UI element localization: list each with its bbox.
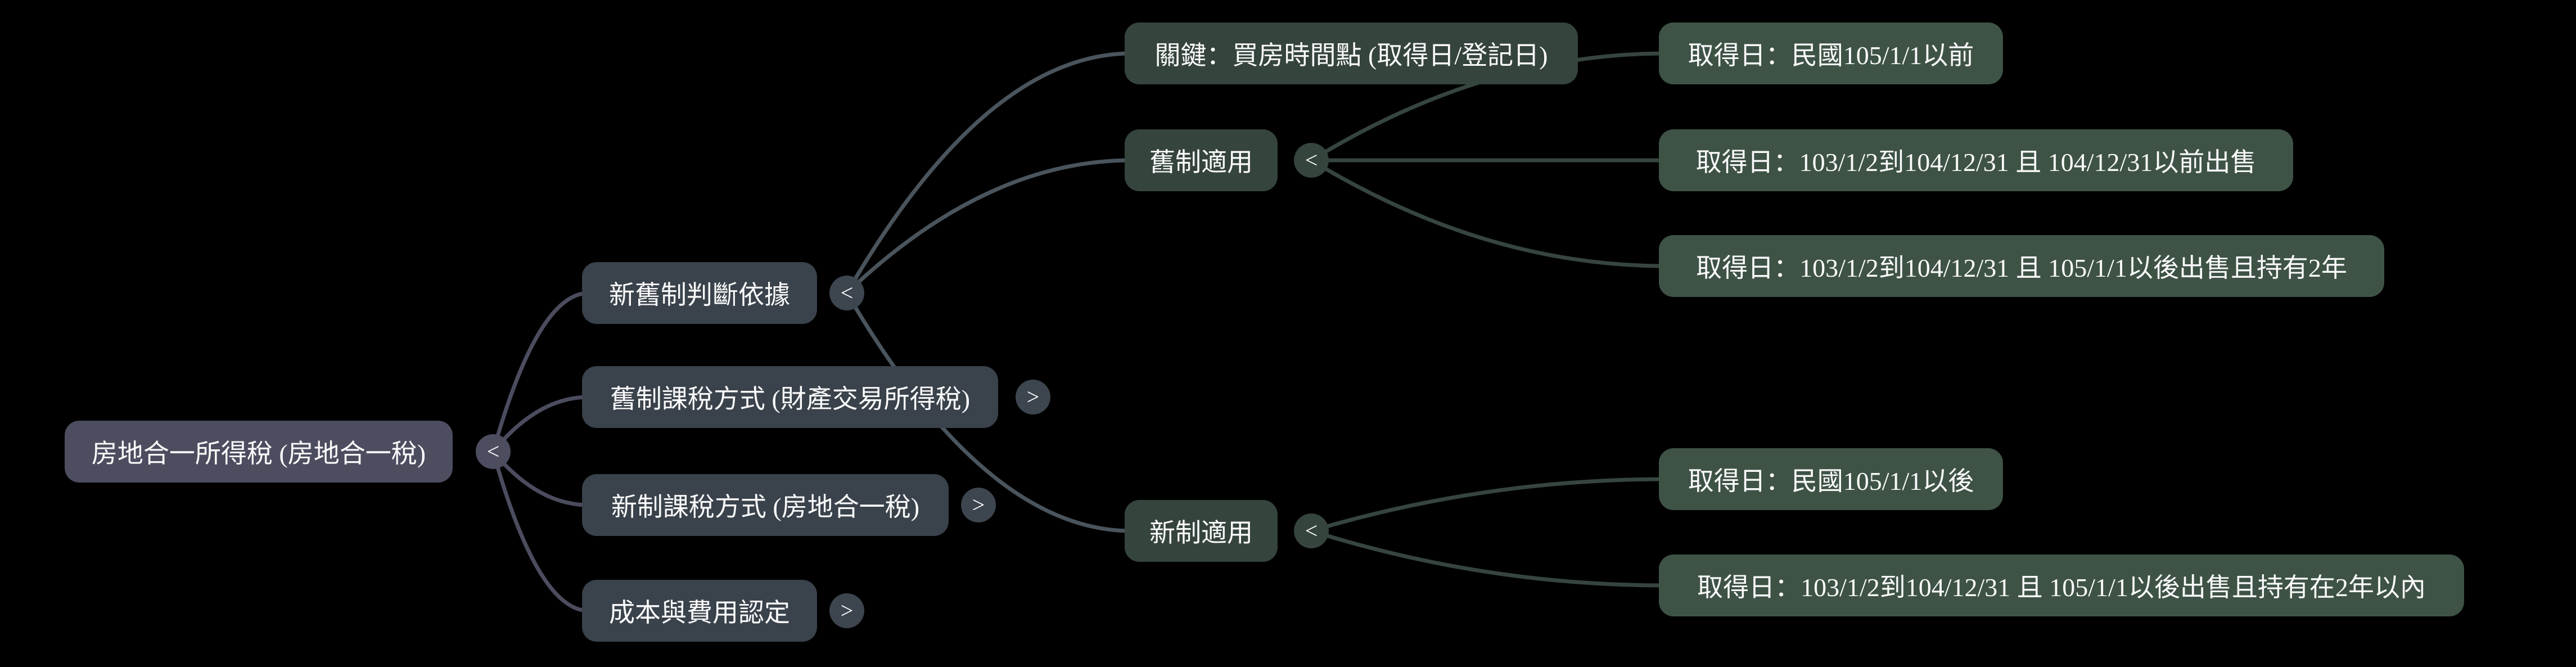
expand-button-cost-recognition[interactable]: >: [829, 593, 864, 628]
node-key-timing[interactable]: 關鍵：買房時間點 (取得日/登記日): [1125, 22, 1578, 84]
node-old-leaf-1-label: 取得日：民國105/1/1以前: [1688, 41, 1974, 70]
node-judge-basis[interactable]: 新舊制判斷依據: [582, 262, 817, 324]
collapse-icon: <: [1305, 518, 1318, 543]
node-old-applicable[interactable]: 舊制適用: [1125, 129, 1278, 191]
expand-button-old-tax-method[interactable]: >: [1016, 380, 1050, 414]
expand-icon: >: [972, 492, 985, 517]
node-new-leaf-1[interactable]: 取得日：民國105/1/1以後: [1659, 448, 2003, 510]
node-root-label: 房地合一所得稅 (房地合一稅): [91, 439, 426, 468]
expand-icon: >: [1026, 384, 1040, 409]
node-old-leaf-2[interactable]: 取得日：103/1/2到104/12/31 且 104/12/31以前出售: [1659, 129, 2293, 191]
link-root-to-judge-basis: [491, 291, 591, 454]
node-cost-recognition-label: 成本與費用認定: [609, 598, 790, 627]
link-judge-to-new-applicable: [845, 291, 1134, 533]
node-judge-basis-label: 新舊制判斷依據: [609, 281, 790, 309]
collapse-icon: <: [1305, 147, 1318, 173]
collapse-button-old-applicable[interactable]: <: [1294, 143, 1329, 178]
node-key-timing-label: 關鍵：買房時間點 (取得日/登記日): [1154, 41, 1548, 70]
link-root-to-cost-recognition: [491, 449, 591, 613]
expand-button-new-tax-method[interactable]: >: [961, 488, 996, 522]
collapse-icon: <: [840, 280, 854, 305]
node-old-tax-method[interactable]: 舊制課稅方式 (財產交易所得稅): [582, 366, 998, 428]
link-new-applicable-to-leaf-1: [1309, 477, 1668, 533]
node-old-tax-method-label: 舊制課稅方式 (財產交易所得稅): [610, 385, 971, 413]
link-judge-to-old-applicable: [845, 158, 1134, 295]
node-old-applicable-label: 舊制適用: [1149, 148, 1253, 177]
node-root[interactable]: 房地合一所得稅 (房地合一稅): [65, 421, 453, 483]
expand-icon: >: [840, 598, 854, 623]
node-new-leaf-1-label: 取得日：民國105/1/1以後: [1688, 467, 1974, 495]
collapse-button-new-applicable[interactable]: <: [1294, 513, 1329, 548]
node-new-tax-method[interactable]: 新制課稅方式 (房地合一稅): [582, 474, 949, 536]
node-new-applicable[interactable]: 新制適用: [1125, 500, 1278, 562]
node-new-applicable-label: 新制適用: [1149, 519, 1253, 547]
node-old-leaf-3-label: 取得日：103/1/2到104/12/31 且 105/1/1以後出售且持有2年: [1696, 254, 2347, 282]
link-old-applicable-to-leaf-3: [1309, 158, 1668, 268]
node-old-leaf-2-label: 取得日：103/1/2到104/12/31 且 104/12/31以前出售: [1695, 148, 2257, 177]
node-new-leaf-2[interactable]: 取得日：103/1/2到104/12/31 且 105/1/1以後出售且持有在2…: [1659, 555, 2464, 616]
link-new-applicable-to-leaf-2: [1309, 529, 1668, 588]
node-new-leaf-2-label: 取得日：103/1/2到104/12/31 且 105/1/1以後出售且持有在2…: [1697, 573, 2426, 602]
node-cost-recognition[interactable]: 成本與費用認定: [582, 580, 817, 642]
node-new-tax-method-label: 新制課稅方式 (房地合一稅): [611, 493, 920, 521]
collapse-button-judge-basis[interactable]: <: [829, 276, 864, 310]
collapse-icon: <: [486, 439, 500, 464]
link-judge-to-key-timing: [845, 51, 1134, 295]
node-old-leaf-1[interactable]: 取得日：民國105/1/1以前: [1659, 22, 2003, 84]
node-old-leaf-3[interactable]: 取得日：103/1/2到104/12/31 且 105/1/1以後出售且持有2年: [1659, 235, 2384, 297]
collapse-button-root[interactable]: <: [476, 434, 511, 469]
